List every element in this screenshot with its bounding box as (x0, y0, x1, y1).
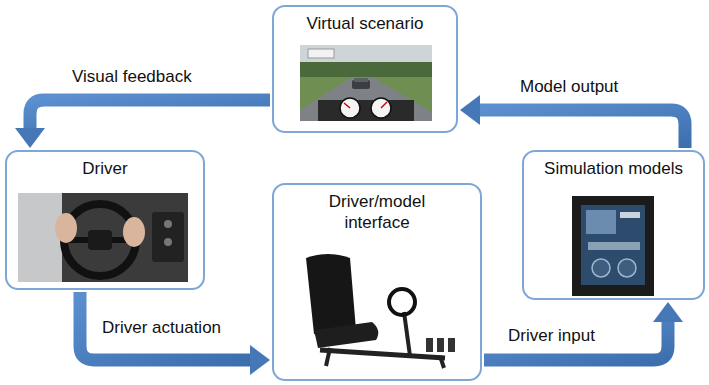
wheel-hub (88, 230, 112, 250)
flow-arrow (484, 302, 683, 360)
grass (300, 77, 432, 121)
dashboard (318, 100, 414, 121)
hand (123, 217, 145, 247)
fan (618, 259, 636, 277)
window (18, 193, 62, 282)
node-box: Driver/model interface (272, 183, 482, 381)
side-window (581, 205, 645, 285)
car-roof (354, 78, 368, 82)
arrow-shaft (484, 322, 668, 360)
arrow-shaft (80, 292, 250, 360)
needle (344, 103, 350, 108)
shifter-box (152, 212, 184, 262)
node-box: Driver (5, 150, 205, 290)
gauge (340, 98, 360, 118)
arrow-head (15, 128, 45, 148)
motherboard-part (586, 210, 616, 234)
node-title: Virtual scenario (279, 13, 451, 34)
photo-ground (18, 193, 188, 282)
seat-base (314, 322, 378, 348)
frame-leg (440, 356, 444, 368)
needle (381, 102, 387, 108)
knob (164, 220, 172, 228)
pedal (426, 338, 433, 352)
case (572, 196, 654, 296)
knob (164, 238, 172, 246)
hand (55, 213, 77, 243)
pc-tower (572, 196, 654, 296)
arrow-shaft (480, 110, 685, 148)
fan (592, 259, 610, 277)
node-title: Driver/model interface (312, 191, 442, 233)
wheel-stand (404, 312, 410, 356)
seat-back (306, 254, 356, 336)
node-title: Simulation models (528, 158, 700, 179)
road (300, 77, 432, 121)
arrow-shaft (30, 100, 270, 128)
flow-arrow (460, 95, 685, 148)
arrow-head (460, 95, 480, 125)
arrow-head (250, 345, 270, 375)
flow-arrow (80, 292, 270, 375)
gauge (371, 98, 391, 118)
arrow-head (653, 302, 683, 322)
graphics-card (588, 242, 640, 250)
sky (300, 45, 432, 121)
racing-seat (306, 254, 455, 368)
billboard (308, 49, 334, 58)
edge-label: Model output (518, 76, 620, 97)
node-box: Virtual scenario (272, 5, 458, 133)
flow-arrow (15, 100, 270, 148)
ram (620, 212, 640, 218)
driver-photo (18, 193, 188, 282)
pedal (437, 338, 444, 352)
node-box: Simulation models (522, 150, 705, 300)
tree-line (300, 62, 432, 77)
steering-wheel (389, 289, 415, 315)
pedal (448, 338, 455, 352)
edge-label: Visual feedback (70, 66, 194, 87)
edge-label: Driver input (506, 325, 597, 346)
node-title: Driver (15, 158, 195, 179)
edge-label: Driver actuation (100, 317, 223, 338)
frame-leg (326, 348, 330, 366)
driving-scene (300, 45, 432, 121)
